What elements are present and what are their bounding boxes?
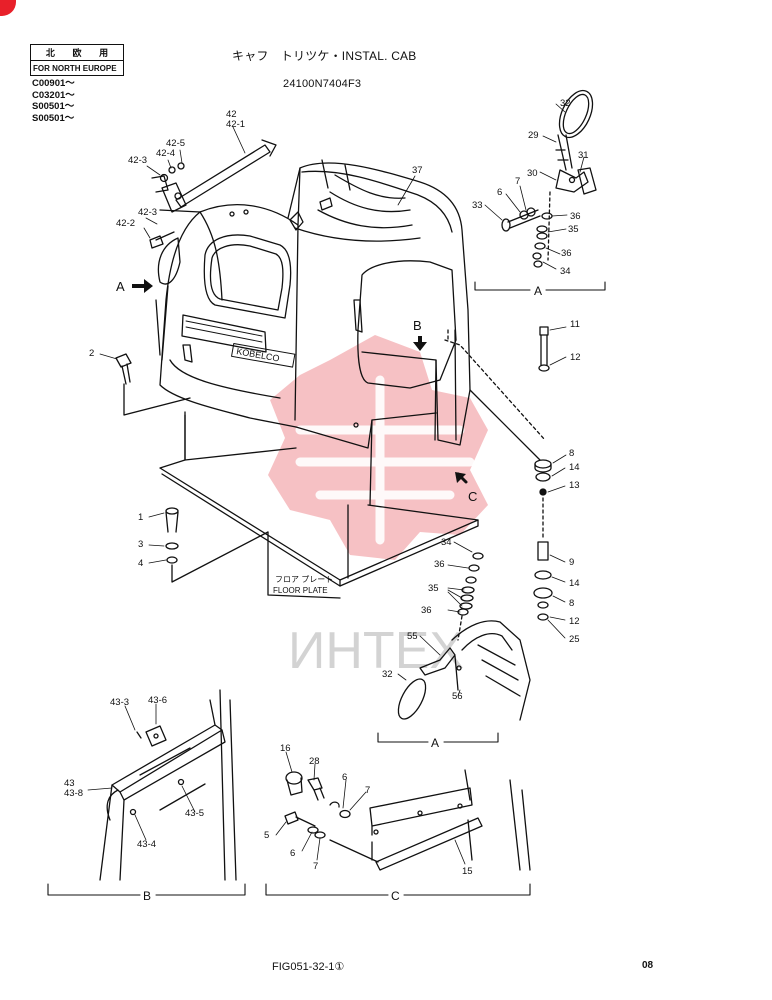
- callout-number: 11: [570, 319, 580, 330]
- callout-number: 43-4: [137, 839, 156, 850]
- view-arrows: [132, 279, 468, 484]
- view-label: B: [143, 889, 151, 903]
- callout-number: 30: [527, 168, 538, 179]
- arrow-a: [132, 279, 153, 293]
- watermark-text: ИНТЕХ: [288, 622, 464, 680]
- callout-number: 42-3: [138, 207, 157, 218]
- callout-number: 7: [365, 785, 370, 796]
- mount-stack: [444, 326, 553, 621]
- callout-number: 8: [569, 448, 574, 459]
- callout-number: 8: [569, 598, 574, 609]
- floor-plate-en: FLOOR PLATE: [273, 586, 328, 595]
- callout-number: 32: [560, 98, 571, 109]
- floor-plate-jp: フロア プレート: [275, 575, 333, 584]
- region-char: 欧: [72, 48, 82, 58]
- callout-number: 42-3: [128, 155, 147, 166]
- leader-lines: [87, 103, 585, 865]
- region-box: 北 欧 用 FOR NORTH EUROPE: [30, 44, 124, 76]
- callout-number: 28: [309, 756, 320, 767]
- page-number: 08: [642, 960, 654, 971]
- callout-number: 35: [428, 583, 439, 594]
- region-label: FOR NORTH EUROPE: [33, 63, 117, 73]
- callout-number: 37: [412, 165, 423, 176]
- callout-number: 42: [226, 109, 237, 120]
- callout-number: 14: [569, 462, 580, 473]
- callout-number: 9: [569, 557, 574, 568]
- arrow-letter: A: [116, 279, 125, 294]
- callout-number: 6: [497, 187, 502, 198]
- callout-number: 55: [407, 631, 418, 642]
- callout-number: 14: [569, 578, 580, 589]
- callout-number: 5: [264, 830, 269, 841]
- view-label: A: [431, 736, 439, 750]
- callout-number: 42-1: [226, 119, 245, 130]
- callout-number: 4: [138, 558, 143, 569]
- callout-number: 3: [138, 539, 143, 550]
- callout-number: 33: [472, 200, 483, 211]
- callout-number: 2: [89, 348, 94, 359]
- callout-number: 42-5: [166, 138, 185, 149]
- callout-number: 6: [290, 848, 295, 859]
- arrow-letter: B: [413, 318, 422, 333]
- view-b-detail: [99, 689, 237, 881]
- view-label: A: [534, 284, 542, 298]
- callout-number: 12: [569, 616, 580, 627]
- serial-item: C03201～: [32, 89, 75, 101]
- callout-number: 34: [560, 266, 571, 277]
- region-char: 用: [99, 48, 109, 58]
- cab-assembly: KOBELCO: [155, 159, 471, 506]
- serial-list: C00901～ C03201～ S00501～ S00501～: [32, 78, 75, 124]
- callout-number: 13: [569, 480, 580, 491]
- callout-number: 42-2: [116, 218, 135, 229]
- handrail-42: [149, 139, 277, 249]
- callout-number: 1: [138, 512, 143, 523]
- callout-number: 16: [280, 743, 291, 754]
- callout-number: 6: [342, 772, 347, 783]
- view-frame-letters: A A B C: [143, 284, 542, 903]
- bolt-1-set: [165, 507, 269, 583]
- callout-number: 12: [570, 352, 581, 363]
- callout-number: 43-6: [148, 695, 167, 706]
- serial-item: S00501～: [32, 112, 75, 124]
- callout-number: 15: [462, 866, 473, 877]
- callout-number: 7: [515, 176, 520, 187]
- serial-item: S00501～: [32, 101, 75, 112]
- view-arrow-letters: A B C: [116, 279, 477, 504]
- serial-item: C00901～: [32, 78, 75, 89]
- callout-number: 32: [382, 669, 393, 680]
- bolt-2: [115, 353, 191, 416]
- callout-number: 43-5: [185, 808, 204, 819]
- callout-number: 43: [64, 778, 75, 789]
- view-frames: [47, 281, 606, 896]
- view-c-detail: [284, 769, 531, 871]
- callout-number: 56: [452, 691, 463, 702]
- figure-number: FIG051-32-1①: [272, 961, 345, 973]
- callout-number: 29: [528, 130, 539, 141]
- callout-number: 35: [568, 224, 579, 235]
- callout-labels: 4242-142-542-442-342-342-237213432293130…: [64, 98, 589, 877]
- view-label: C: [391, 889, 400, 903]
- callout-number: 36: [561, 248, 572, 259]
- callout-number: 31: [578, 150, 589, 161]
- callout-number: 36: [421, 605, 432, 616]
- callout-number: 36: [570, 211, 581, 222]
- region-char: 北: [45, 48, 55, 58]
- floor-plate: [159, 411, 479, 599]
- arrow-b: [413, 336, 427, 351]
- page-title: キャフ トリツケ・INSTAL. CAB: [232, 49, 417, 63]
- callout-number: 34: [441, 537, 452, 548]
- callout-number: 42-4: [156, 148, 175, 159]
- callout-number: 25: [569, 634, 580, 645]
- part-number: 24100N7404F3: [283, 78, 362, 90]
- callout-number: 7: [313, 861, 318, 872]
- callout-number: 36: [434, 559, 445, 570]
- callout-number: 43-8: [64, 788, 83, 799]
- callout-number: 43-3: [110, 697, 129, 708]
- arrow-letter: C: [468, 489, 477, 504]
